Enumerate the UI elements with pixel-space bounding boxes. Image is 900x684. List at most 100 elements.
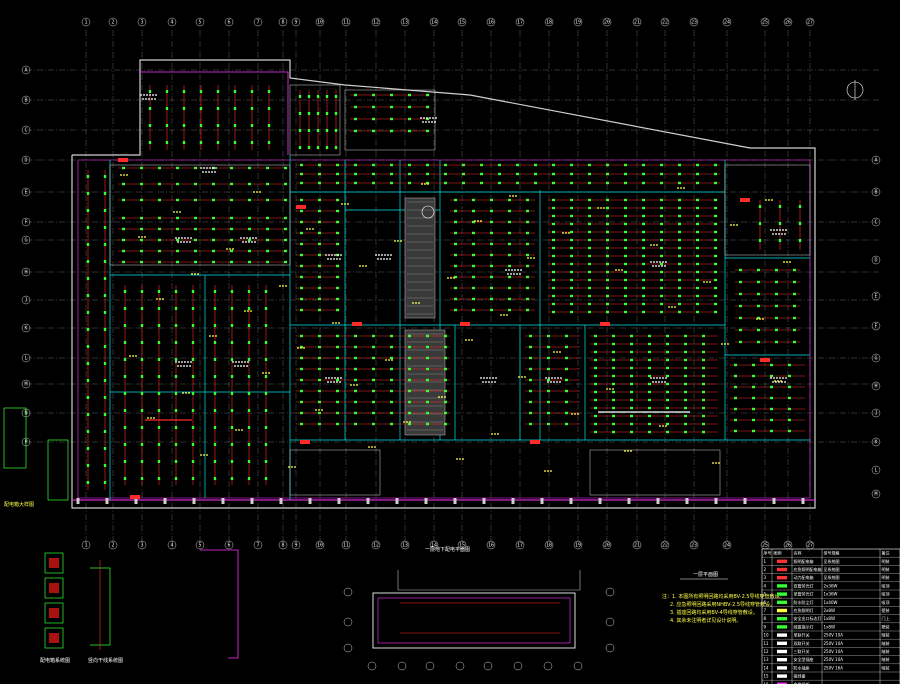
room-labels	[120, 94, 791, 472]
legend-cell: 13	[764, 657, 770, 662]
fluorescent-lamp	[123, 307, 127, 310]
axis-label: 3	[140, 20, 143, 26]
legend-cell: 250V 10A	[824, 641, 844, 646]
fluorescent-lamp	[174, 392, 178, 395]
fluorescent-lamp	[770, 396, 773, 400]
fluorescent-lamp	[264, 324, 268, 327]
fluorescent-lamp	[594, 374, 597, 378]
fluorescent-lamp	[318, 334, 321, 338]
fluorescent-lamp	[336, 220, 339, 224]
fluorescent-lamp	[606, 286, 609, 290]
fluorescent-lamp	[86, 311, 90, 314]
fluorescent-lamp	[336, 198, 339, 202]
fluorescent-lamp	[594, 414, 597, 418]
fluorescent-lamp	[354, 163, 357, 167]
section-line	[200, 549, 239, 659]
axis-label: G	[874, 356, 877, 362]
fluorescent-lamp	[176, 249, 179, 253]
fluorescent-lamp	[594, 342, 597, 346]
fluorescent-lamp	[250, 90, 254, 93]
fluorescent-lamp	[248, 249, 251, 253]
fluorescent-lamp	[624, 230, 627, 234]
fluorescent-lamp	[660, 270, 663, 274]
axis-bubble	[515, 540, 525, 550]
fluorescent-lamp	[122, 238, 125, 242]
fluorescent-lamp	[757, 268, 760, 272]
fluorescent-lamp	[552, 214, 555, 218]
axis-label: 14	[431, 20, 437, 26]
fluorescent-lamp	[176, 216, 179, 220]
fluorescent-lamp	[174, 307, 178, 310]
fluorescent-lamp	[165, 124, 169, 127]
fluorescent-lamp	[612, 350, 615, 354]
fluorescent-lamp	[336, 275, 339, 279]
fluorescent-lamp	[678, 238, 681, 242]
axis-label: 2	[111, 543, 114, 549]
axis-bubble	[871, 255, 881, 265]
fluorescent-lamp	[529, 334, 532, 338]
axis-label: 7	[256, 20, 259, 26]
fluorescent-lamp	[714, 254, 717, 258]
fluorescent-lamp	[336, 286, 339, 290]
legend-cell: 明装	[882, 566, 890, 572]
fluorescent-lamp	[588, 278, 591, 282]
fluorescent-lamp	[300, 253, 303, 257]
fluorescent-lamp	[334, 129, 338, 132]
fluorescent-lamp	[472, 242, 475, 246]
fluorescent-lamp	[157, 409, 161, 412]
fluorescent-lamp	[684, 350, 687, 354]
fluorescent-lamp	[148, 124, 152, 127]
legend-cell: 2x8W	[824, 608, 835, 613]
fluorescent-lamp	[390, 411, 393, 415]
fluorescent-lamp	[230, 238, 233, 242]
axis-label: J	[874, 411, 877, 417]
fluorescent-lamp	[86, 260, 90, 263]
legend-cell: 10	[764, 633, 770, 638]
fluorescent-lamp	[734, 396, 737, 400]
fluorescent-lamp	[318, 209, 321, 213]
fluorescent-lamp	[642, 286, 645, 290]
fluorescent-lamp	[444, 389, 447, 393]
fluorescent-lamp	[86, 209, 90, 212]
fluorescent-lamp	[165, 141, 169, 144]
fluorescent-lamp	[233, 107, 237, 110]
fluorescent-lamp	[336, 367, 339, 371]
axis-label: 18	[546, 20, 552, 26]
fluorescent-lamp	[157, 341, 161, 344]
fluorescent-lamp	[508, 275, 511, 279]
fluorescent-lamp	[702, 406, 705, 410]
fluorescent-lamp	[588, 222, 591, 226]
fluorescent-lamp	[552, 172, 555, 176]
axis-label: K	[24, 326, 27, 332]
axis-label: 20	[604, 20, 610, 26]
fluorescent-lamp	[734, 385, 737, 389]
fluorescent-lamp	[318, 181, 321, 185]
fluorescent-lamp	[526, 297, 529, 301]
fluorescent-lamp	[318, 220, 321, 224]
fluorescent-lamp	[702, 414, 705, 418]
fluorescent-lamp	[565, 411, 568, 415]
axis-bubble	[573, 661, 583, 671]
fluorescent-lamp	[684, 374, 687, 378]
fluorescent-lamp	[336, 356, 339, 360]
fluorescent-lamp	[140, 324, 144, 327]
fluorescent-lamp	[247, 324, 251, 327]
fluorescent-lamp	[216, 124, 220, 127]
fluorescent-lamp	[696, 310, 699, 314]
fluorescent-lamp	[734, 363, 737, 367]
fluorescent-lamp	[678, 214, 681, 218]
legend-cell: 双管荧光灯	[794, 582, 814, 588]
fluorescent-lamp	[666, 414, 669, 418]
fluorescent-lamp	[612, 358, 615, 362]
fluorescent-lamp	[793, 268, 796, 272]
fluorescent-lamp	[300, 181, 303, 185]
fluorescent-lamp	[472, 209, 475, 213]
fluorescent-lamp	[630, 374, 633, 378]
fluorescent-lamp	[354, 172, 357, 176]
axis-bubble	[602, 540, 612, 550]
fluorescent-lamp	[86, 345, 90, 348]
fluorescent-lamp	[498, 172, 501, 176]
fluorescent-lamp	[552, 222, 555, 226]
fluorescent-lamp	[702, 398, 705, 402]
axis-label: 2	[111, 20, 114, 26]
